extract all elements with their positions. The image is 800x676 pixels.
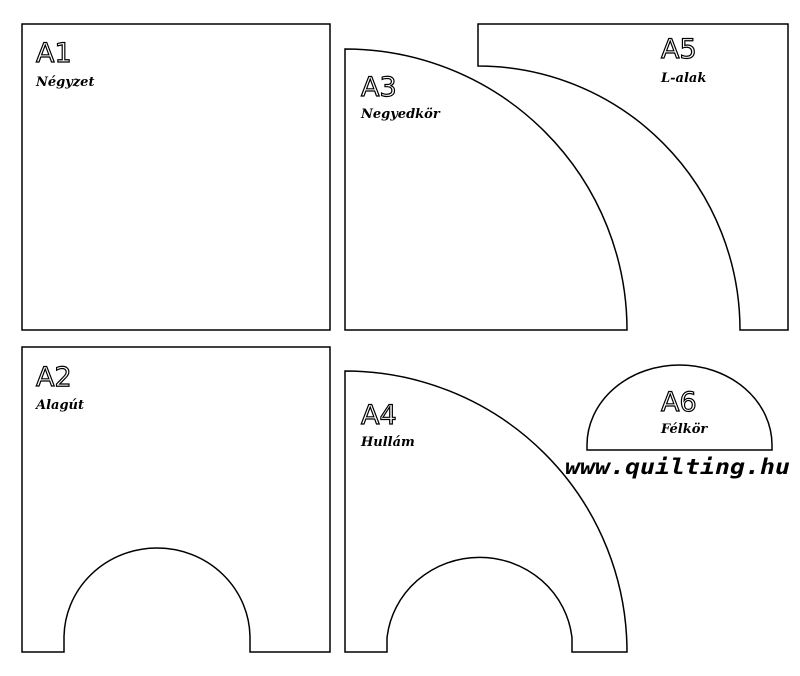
tunnel-shape xyxy=(21,346,331,653)
website-watermark: www.quilting.hu xyxy=(565,455,790,479)
quarter-circle-shape xyxy=(344,48,628,331)
piece-name: Hullám xyxy=(360,435,415,450)
piece-name: Félkör xyxy=(660,422,708,437)
piece-code: A3 xyxy=(361,72,397,103)
piece-code: A5 xyxy=(661,34,697,65)
piece-code: A2 xyxy=(36,362,72,393)
piece-name: Négyzet xyxy=(35,75,94,90)
piece-code: A6 xyxy=(661,387,697,418)
half-circle-shape xyxy=(586,364,773,451)
square-shape xyxy=(21,23,331,331)
piece-a3: A3 Negyedkör xyxy=(344,48,628,331)
piece-a1: A1 Négyzet xyxy=(21,23,331,331)
piece-a4: A4 Hullám xyxy=(344,370,628,653)
piece-name: L-alak xyxy=(660,71,706,86)
piece-code: A4 xyxy=(361,400,397,431)
piece-a2: A2 Alagút xyxy=(21,346,331,653)
piece-name: Negyedkör xyxy=(360,107,441,122)
piece-code: A1 xyxy=(36,38,72,69)
piece-name: Alagút xyxy=(34,398,84,413)
piece-a5: A5 L-alak xyxy=(477,23,789,331)
l-shape xyxy=(477,23,789,331)
piece-a6: A6 Félkör xyxy=(586,364,773,451)
wave-shape xyxy=(344,370,628,653)
